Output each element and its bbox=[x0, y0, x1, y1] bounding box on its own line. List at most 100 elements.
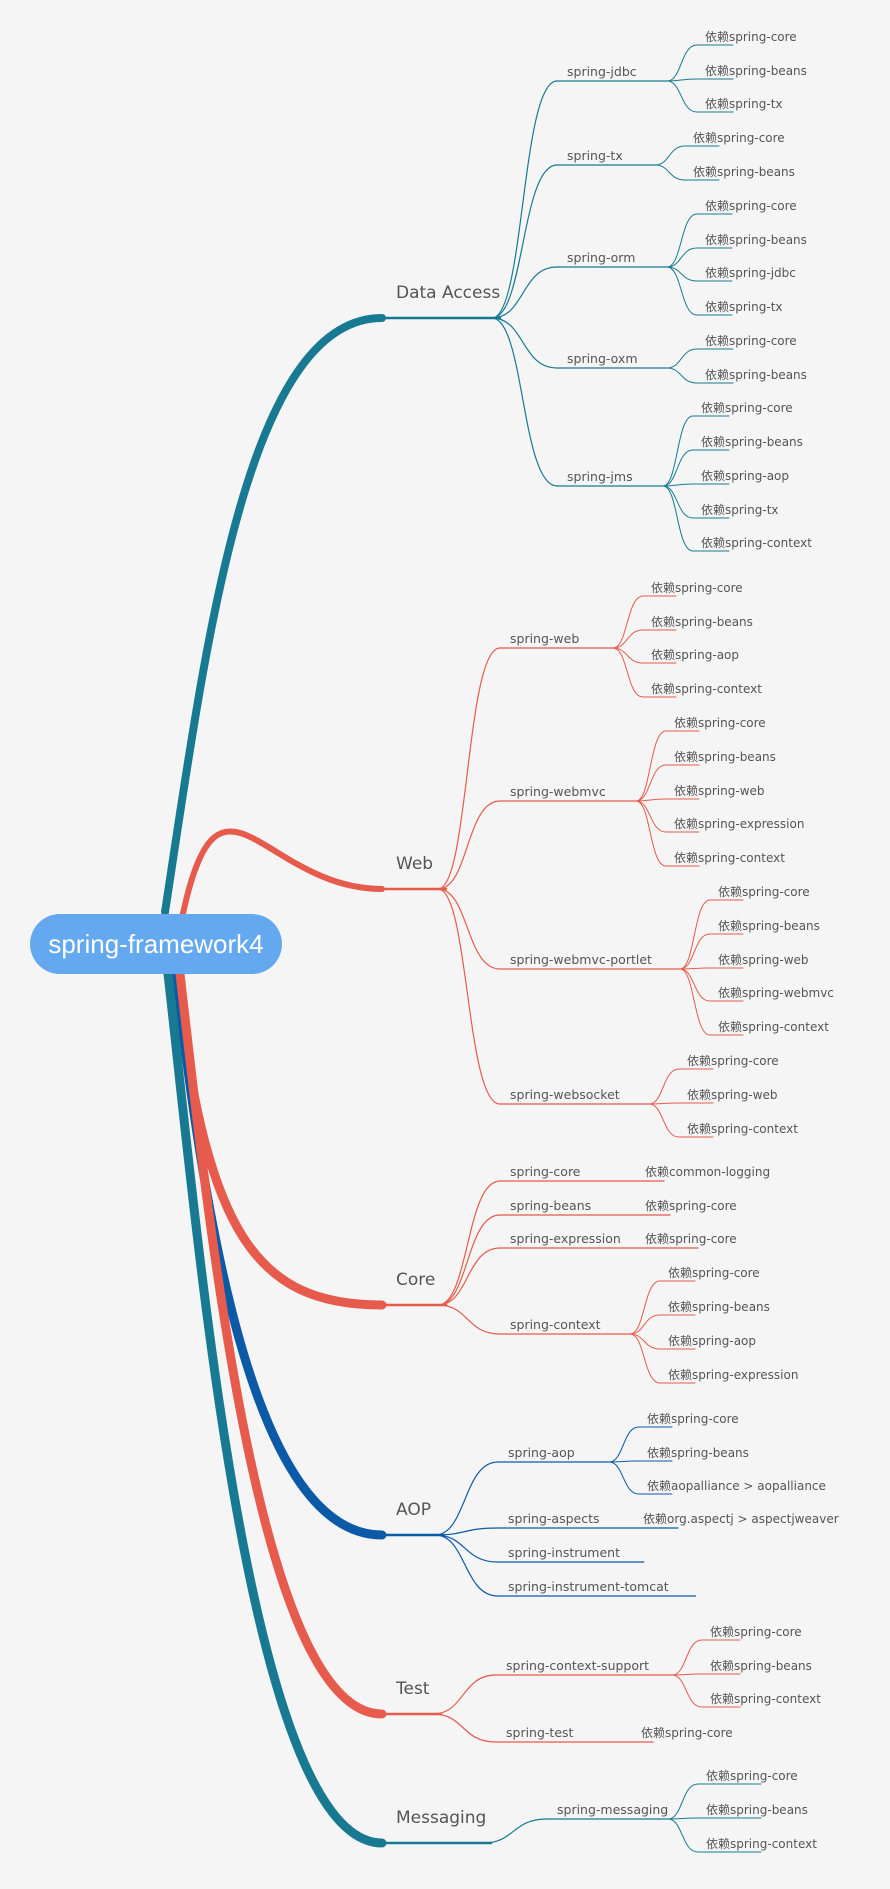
child-label-0-1[interactable]: spring-tx bbox=[567, 148, 623, 163]
dep-label-4-0-0[interactable]: 依赖spring-core bbox=[710, 1625, 802, 1639]
child-label-4-1[interactable]: spring-test bbox=[506, 1725, 574, 1740]
dep-label-1-0-2[interactable]: 依赖spring-aop bbox=[651, 648, 740, 662]
leaf-connector-0-2-0 bbox=[666, 213, 698, 268]
leaf-connector-0-3-1 bbox=[666, 367, 698, 384]
child-label-3-2[interactable]: spring-instrument bbox=[508, 1545, 620, 1560]
dep-label-1-1-0[interactable]: 依赖spring-core bbox=[674, 716, 766, 730]
child-label-1-2[interactable]: spring-webmvc-portlet bbox=[510, 952, 652, 967]
branch-label-1[interactable]: Web bbox=[396, 854, 434, 874]
leaf-connector-0-0-0 bbox=[666, 44, 698, 82]
dep-label-0-4-4[interactable]: 依赖spring-context bbox=[701, 536, 812, 550]
branch-label-0[interactable]: Data Access bbox=[396, 283, 501, 303]
branch-label-3[interactable]: AOP bbox=[396, 1500, 431, 1520]
dep-label-0-0-2[interactable]: 依赖spring-tx bbox=[705, 97, 783, 111]
child-connector-2-0 bbox=[437, 1180, 501, 1306]
dep-label-0-4-3[interactable]: 依赖spring-tx bbox=[701, 503, 779, 517]
child-label-3-1[interactable]: spring-aspects bbox=[508, 1511, 600, 1526]
child-label-2-2[interactable]: spring-expression bbox=[510, 1231, 621, 1246]
root-node[interactable]: spring-framework4 bbox=[30, 914, 282, 974]
dep-label-0-2-1[interactable]: 依赖spring-beans bbox=[705, 233, 807, 247]
child-label-0-0[interactable]: spring-jdbc bbox=[567, 64, 637, 79]
branch-connector-3 bbox=[171, 969, 387, 1540]
dep-label-4-1-0[interactable]: 依赖spring-core bbox=[641, 1726, 733, 1740]
dep-label-0-0-0[interactable]: 依赖spring-core bbox=[705, 30, 797, 44]
dep-label-1-3-2[interactable]: 依赖spring-context bbox=[687, 1122, 798, 1136]
child-label-1-0[interactable]: spring-web bbox=[510, 631, 580, 646]
dep-label-5-0-2[interactable]: 依赖spring-context bbox=[706, 1837, 817, 1851]
dep-label-1-1-4[interactable]: 依赖spring-context bbox=[674, 851, 785, 865]
dep-label-1-0-3[interactable]: 依赖spring-context bbox=[651, 682, 762, 696]
dep-label-1-2-2[interactable]: 依赖spring-web bbox=[718, 953, 809, 967]
child-connector-2-2 bbox=[437, 1247, 501, 1306]
leaf-connector-0-4-3 bbox=[662, 485, 694, 519]
dep-label-1-2-3[interactable]: 依赖spring-webmvc bbox=[718, 986, 834, 1000]
branch-label-4[interactable]: Test bbox=[396, 1679, 430, 1699]
child-label-0-4[interactable]: spring-jms bbox=[567, 469, 633, 484]
dep-label-1-3-1[interactable]: 依赖spring-web bbox=[687, 1088, 778, 1102]
dep-label-1-1-2[interactable]: 依赖spring-web bbox=[674, 784, 765, 798]
dep-label-0-0-1[interactable]: 依赖spring-beans bbox=[705, 64, 807, 78]
child-label-0-3[interactable]: spring-oxm bbox=[567, 351, 638, 366]
dep-label-5-0-1[interactable]: 依赖spring-beans bbox=[706, 1803, 808, 1817]
dep-label-1-0-1[interactable]: 依赖spring-beans bbox=[651, 615, 753, 629]
child-label-2-1[interactable]: spring-beans bbox=[510, 1198, 592, 1213]
child-label-4-0[interactable]: spring-context-support bbox=[506, 1658, 650, 1673]
dep-label-0-3-1[interactable]: 依赖spring-beans bbox=[705, 368, 807, 382]
branch-connector-1 bbox=[169, 828, 385, 977]
dep-label-3-1-0[interactable]: 依赖org.aspectj > aspectjweaver bbox=[643, 1512, 839, 1526]
dep-label-0-4-1[interactable]: 依赖spring-beans bbox=[701, 435, 803, 449]
dep-label-3-0-1[interactable]: 依赖spring-beans bbox=[647, 1446, 749, 1460]
dep-label-2-0-0[interactable]: 依赖common-logging bbox=[645, 1165, 771, 1179]
dep-label-4-0-2[interactable]: 依赖spring-context bbox=[710, 1692, 821, 1706]
dep-label-3-0-0[interactable]: 依赖spring-core bbox=[647, 1412, 739, 1426]
dep-label-1-2-0[interactable]: 依赖spring-core bbox=[718, 885, 810, 899]
child-label-1-3[interactable]: spring-websocket bbox=[510, 1087, 620, 1102]
dep-label-0-1-1[interactable]: 依赖spring-beans bbox=[693, 165, 795, 179]
child-connector-4-1 bbox=[432, 1713, 497, 1743]
child-label-3-3[interactable]: spring-instrument-tomcat bbox=[508, 1579, 669, 1594]
child-connector-3-1 bbox=[434, 1527, 499, 1536]
leaf-connector-0-1-1 bbox=[654, 164, 686, 181]
leaf-connector-4-0-0 bbox=[671, 1639, 703, 1676]
child-connector-1-1 bbox=[437, 800, 501, 890]
child-connector-0-4 bbox=[491, 317, 558, 487]
dep-label-2-3-3[interactable]: 依赖spring-expression bbox=[668, 1368, 799, 1382]
branch-label-2[interactable]: Core bbox=[396, 1270, 436, 1290]
leaf-connector-0-0-1 bbox=[666, 78, 698, 82]
dep-label-2-1-0[interactable]: 依赖spring-core bbox=[645, 1199, 737, 1213]
dep-label-2-3-0[interactable]: 依赖spring-core bbox=[668, 1266, 760, 1280]
child-label-2-0[interactable]: spring-core bbox=[510, 1164, 581, 1179]
dep-label-1-3-0[interactable]: 依赖spring-core bbox=[687, 1054, 779, 1068]
dep-label-5-0-0[interactable]: 依赖spring-core bbox=[706, 1769, 798, 1783]
leaf-connector-1-1-1 bbox=[635, 764, 667, 802]
dep-label-1-2-1[interactable]: 依赖spring-beans bbox=[718, 919, 820, 933]
dep-label-2-3-1[interactable]: 依赖spring-beans bbox=[668, 1300, 770, 1314]
dep-label-0-2-2[interactable]: 依赖spring-jdbc bbox=[705, 266, 796, 280]
dep-label-0-4-0[interactable]: 依赖spring-core bbox=[701, 401, 793, 415]
leaf-connector-0-0-2 bbox=[666, 80, 698, 113]
branch-label-5[interactable]: Messaging bbox=[396, 1808, 487, 1828]
dep-label-2-2-0[interactable]: 依赖spring-core bbox=[645, 1232, 737, 1246]
dep-label-1-2-4[interactable]: 依赖spring-context bbox=[718, 1020, 829, 1034]
dep-label-0-3-0[interactable]: 依赖spring-core bbox=[705, 334, 797, 348]
dep-label-2-3-2[interactable]: 依赖spring-aop bbox=[668, 1334, 757, 1348]
leaf-connector-1-3-2 bbox=[648, 1103, 680, 1138]
dep-label-1-0-0[interactable]: 依赖spring-core bbox=[651, 581, 743, 595]
dep-label-3-0-2[interactable]: 依赖aopalliance > aopalliance bbox=[647, 1479, 826, 1493]
child-connector-3-0 bbox=[434, 1461, 499, 1536]
dep-label-1-1-1[interactable]: 依赖spring-beans bbox=[674, 750, 776, 764]
dep-label-0-2-3[interactable]: 依赖spring-tx bbox=[705, 300, 783, 314]
dep-label-1-1-3[interactable]: 依赖spring-expression bbox=[674, 817, 805, 831]
leaf-connector-0-3-0 bbox=[666, 348, 698, 369]
dep-label-0-1-0[interactable]: 依赖spring-core bbox=[693, 131, 785, 145]
child-label-1-1[interactable]: spring-webmvc bbox=[510, 784, 606, 799]
child-label-0-2[interactable]: spring-orm bbox=[567, 250, 636, 265]
child-label-5-0[interactable]: spring-messaging bbox=[557, 1802, 669, 1817]
dep-label-4-0-1[interactable]: 依赖spring-beans bbox=[710, 1659, 812, 1673]
dep-label-0-2-0[interactable]: 依赖spring-core bbox=[705, 199, 797, 213]
child-label-3-0[interactable]: spring-aop bbox=[508, 1445, 575, 1460]
dep-label-0-4-2[interactable]: 依赖spring-aop bbox=[701, 469, 790, 483]
child-label-2-3[interactable]: spring-context bbox=[510, 1317, 601, 1332]
